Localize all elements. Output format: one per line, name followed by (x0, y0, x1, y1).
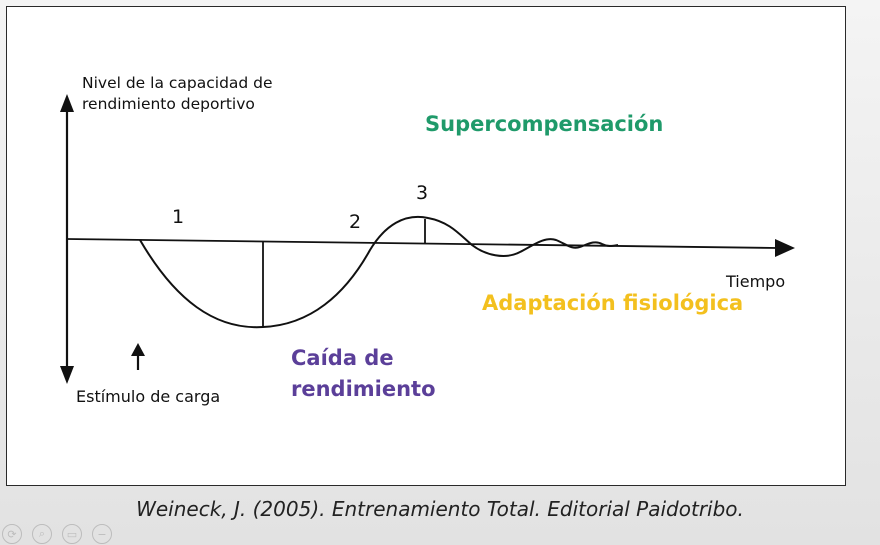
phase-label-1: 1 (172, 206, 185, 228)
performance-curve (139, 215, 619, 329)
citation: Weineck, J. (2005). Entrenamiento Total.… (136, 497, 744, 521)
performance-drop-label-line-2: rendimiento (291, 377, 436, 401)
stimulus-label: Estímulo de carga (76, 387, 221, 406)
refresh-icon[interactable]: ⟳ (2, 524, 22, 544)
y-axis-label-line-1: Nivel de la capacidad de (82, 74, 273, 92)
performance-drop-label: Caída de rendimiento (291, 343, 436, 405)
phase-label-2: 2 (349, 211, 362, 233)
adaptation-label: Adaptación fisiológica (482, 291, 744, 315)
y-axis-label: Nivel de la capacidad de rendimiento dep… (82, 73, 273, 115)
stimulus-arrowhead (131, 343, 145, 356)
phase-label-3: 3 (416, 182, 429, 204)
x-axis-label: Tiempo (726, 272, 786, 291)
window-icon[interactable]: ▭ (62, 524, 82, 544)
performance-drop-label-line-1: Caída de (291, 346, 394, 370)
zoom-icon[interactable]: ⌕ (32, 524, 52, 544)
minus-icon[interactable]: − (92, 524, 112, 544)
supercompensation-label: Supercompensación (425, 112, 664, 136)
slide-frame (6, 6, 846, 486)
x-axis-arrow (775, 239, 795, 257)
x-axis (66, 238, 779, 249)
y-axis-arrow-up (60, 94, 74, 112)
presentation-toolbar: ⟳ ⌕ ▭ − (2, 524, 112, 544)
y-axis-label-line-2: rendimiento deportivo (82, 95, 255, 113)
y-axis-arrow-down (60, 366, 74, 384)
